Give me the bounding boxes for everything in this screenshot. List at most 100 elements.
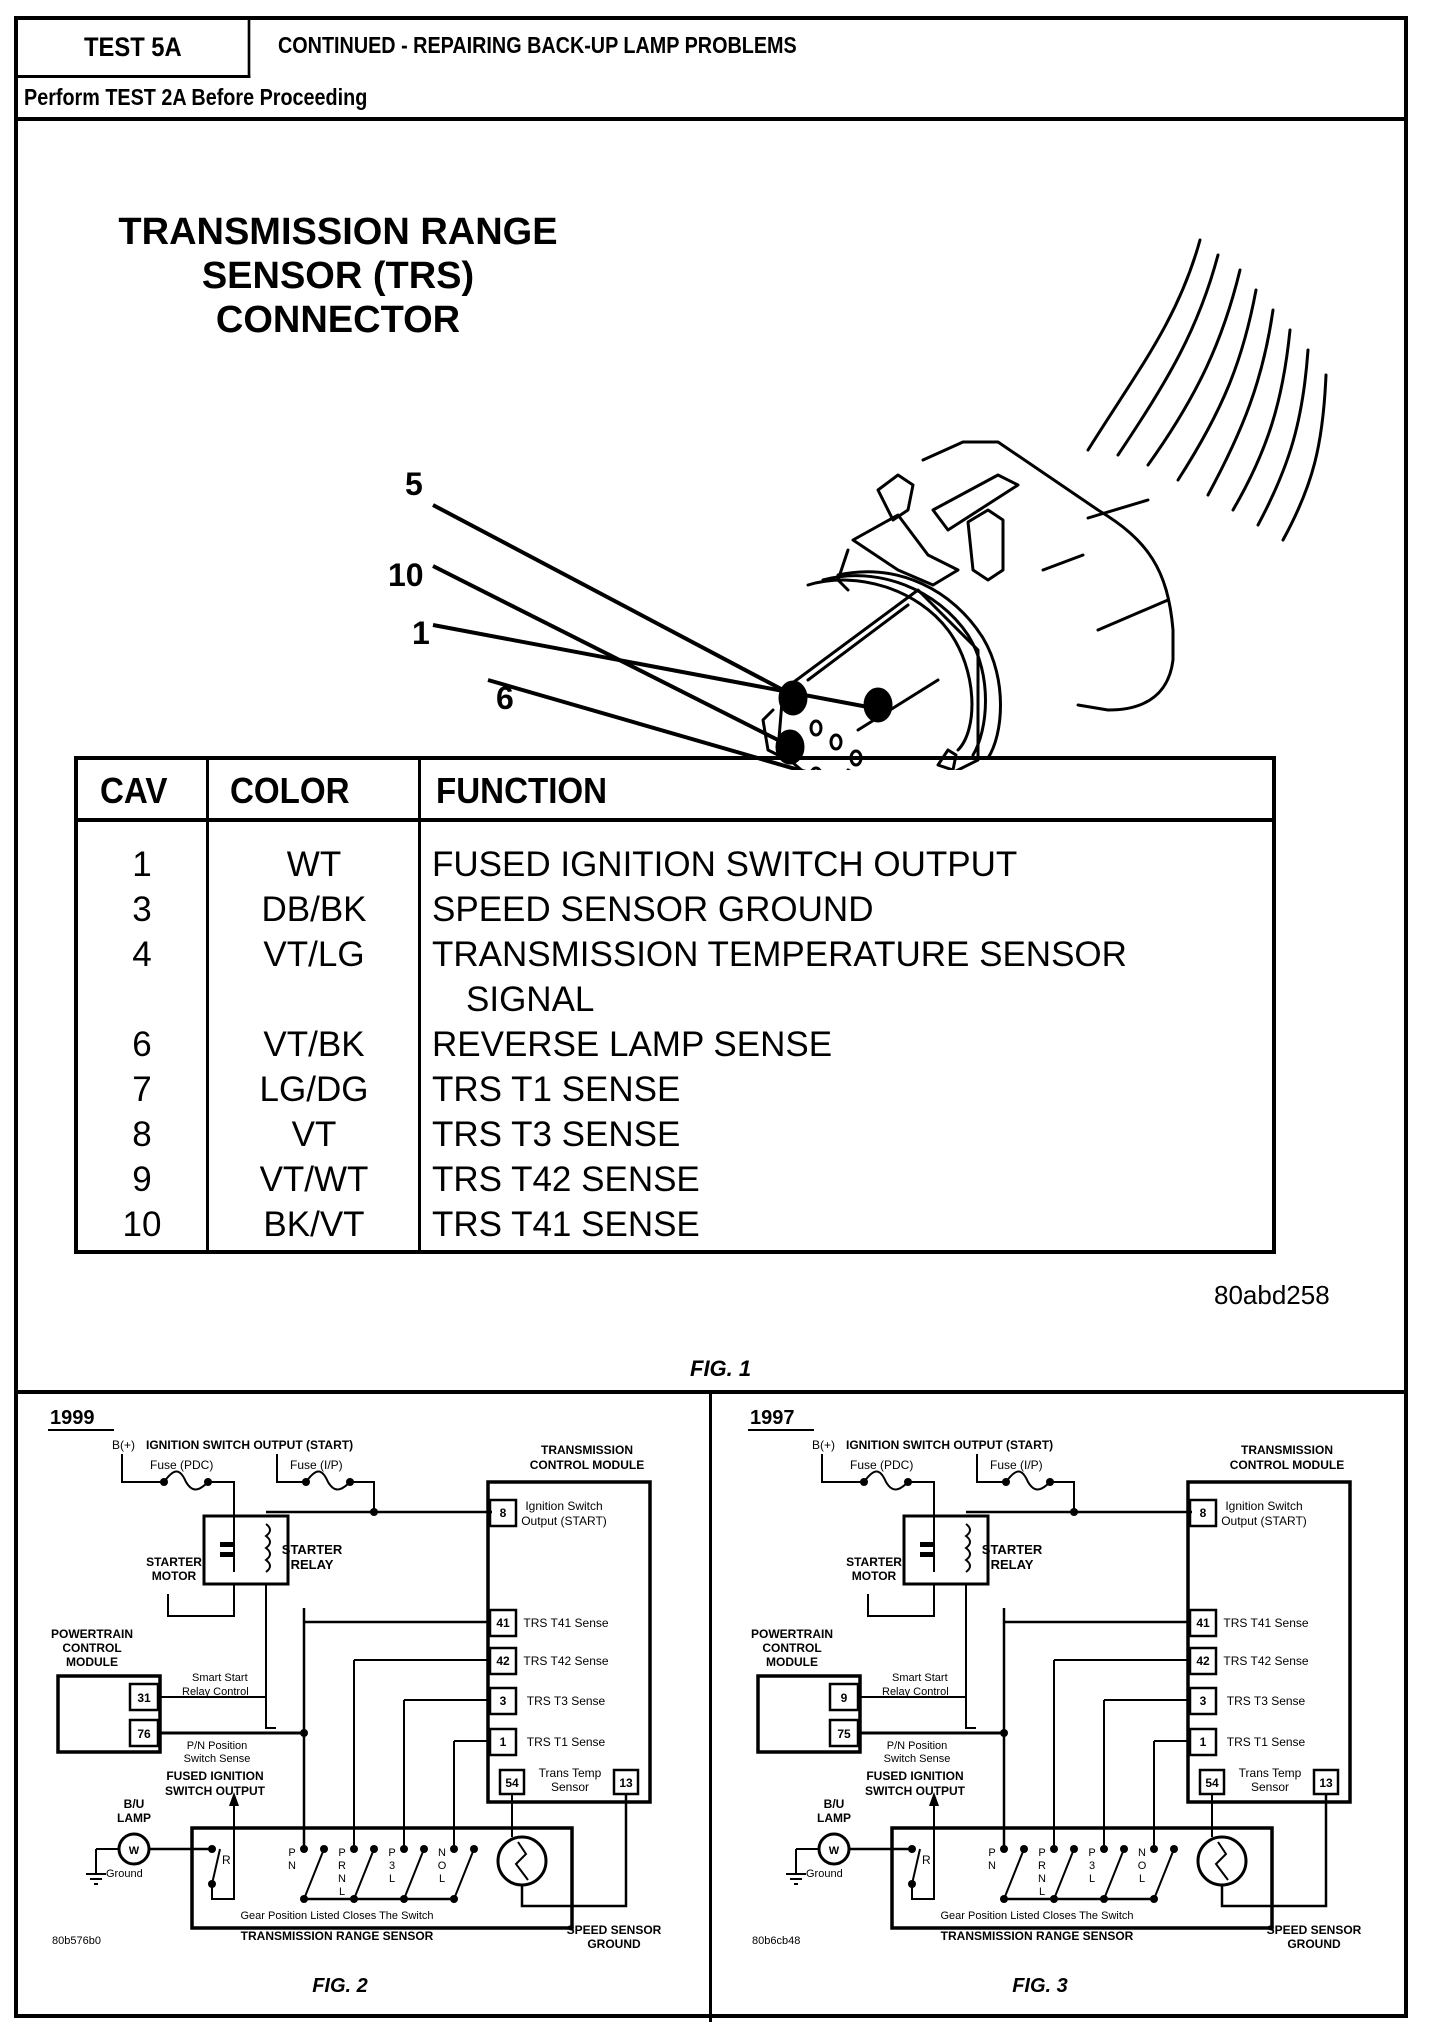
tcm-pin-label: TRS T42 Sense [1223,1654,1308,1668]
connector-rear-housing [921,440,1175,712]
fuse-pdc-label: Fuse (PDC) [850,1458,913,1472]
gear-switch-blade [1103,1848,1125,1900]
column-divider [418,760,421,1250]
starter-relay-label: RELAY [291,1557,334,1572]
fuse-ip-label: Fuse (I/P) [290,1458,343,1472]
gear-position-label: L [439,1873,445,1885]
pcm-box [56,1674,162,1754]
figure-divider [709,1392,712,2022]
cavity [810,766,822,770]
speed-sensor-icon [1196,1835,1248,1887]
connector-title-line: SENSOR (TRS) [201,255,475,297]
trans-temp-pin: 54 [505,1776,519,1790]
fuse-ip-icon [1005,1470,1051,1491]
gear-position-label: P [1038,1847,1045,1859]
function: SPEED SENSOR GROUND [432,890,874,929]
locking-tab [876,473,915,522]
color: DB/BK [261,890,367,929]
junction-dot [400,1845,408,1853]
junction-dot [1100,1845,1108,1853]
gear-switch-blade [1053,1848,1075,1900]
relay-coil-icon [964,1523,971,1573]
gear-position-label: R [1038,1860,1046,1872]
speed-sensor-icon [496,1835,548,1887]
function: TRS T41 SENSE [432,1205,700,1244]
wire [1116,253,1220,457]
function: TRS T42 SENSE [432,1160,700,1199]
page-title: CONTINUED - REPAIRING BACK-UP LAMP PROBL… [278,32,797,58]
schematic-caption: FIG. 3 [1012,1975,1068,1997]
arrow-up-icon [929,1792,939,1806]
relay-coil-icon [264,1523,271,1573]
tcm-title: CONTROL MODULE [530,1458,644,1472]
gear-position-label: 3 [1089,1860,1095,1872]
ground-label: Ground [806,1868,843,1880]
gear-switch-blade [303,1848,325,1900]
gear-position-label: O [1138,1860,1147,1872]
cavity [829,733,843,751]
prerequisite-text: Perform TEST 2A Before Proceeding [24,84,368,110]
tcm-pin-label: Output (START) [521,1514,607,1528]
cav: 1 [132,845,152,884]
junction-dot [300,1845,308,1853]
pcm-title: MODULE [766,1655,818,1669]
trs-title: TRANSMISSION RANGE SENSOR [941,1929,1134,1943]
tcm-pin-number: 8 [500,1506,507,1520]
lamp-filament-icon: W [129,1845,140,1857]
connector-title-line: CONNECTOR [215,299,461,341]
cav: 7 [132,1070,152,1109]
pin-callout-1: 1 [412,615,430,651]
speed-ground-label: GROUND [1287,1937,1341,1951]
gear-position-label: R [338,1860,346,1872]
tcm-pin-label: Ignition Switch [1225,1499,1302,1513]
function: TRS T3 SENSE [432,1115,681,1154]
callout-leader-1 [432,623,869,709]
gear-position-label: N [1138,1847,1146,1859]
color: VT/WT [259,1160,369,1199]
prerequisite-row: Perform TEST 2A Before Proceeding [18,78,1404,121]
trans-temp-label: Sensor [551,1780,589,1794]
pin-callout-5: 5 [405,466,423,502]
wire [1086,238,1202,452]
fused-ign-label: FUSED IGNITION [166,1769,263,1783]
pin-callout-10: 10 [388,557,424,593]
junction-dot [450,1845,458,1853]
tcm-pin-number: 8 [1200,1506,1207,1520]
color: LG/DG [259,1070,369,1109]
wire [1256,348,1310,527]
cav: 4 [132,935,152,974]
gear-position-label: P [338,1847,345,1859]
tcm-pin-number: 3 [500,1694,507,1708]
gear-position-label: P [1088,1847,1095,1859]
mating-face [781,588,980,770]
cavity [809,719,823,737]
wire [867,1584,935,1617]
tcm-pin-number: 41 [1196,1616,1210,1630]
fuse-ip-icon [305,1470,351,1491]
tcm-pin-label: TRS T3 Sense [1227,1694,1306,1708]
tcm-title: TRANSMISSION [1241,1443,1333,1457]
connector-title-line: TRANSMISSION RANGE [118,211,558,253]
bu-lamp-label: B/U [124,1797,145,1811]
color: VT/BK [263,1025,365,1064]
color: BK/VT [263,1205,365,1244]
function-continued: SIGNAL [466,980,595,1019]
switch-r-blade [911,1848,921,1885]
starter-relay-label: RELAY [991,1557,1034,1572]
pcm-pin-box [128,1682,160,1712]
speed-ground-label: GROUND [587,1937,641,1951]
wire [211,1799,235,1900]
color: VT [291,1115,337,1154]
tcm-title: CONTROL MODULE [1230,1458,1344,1472]
ignition-output-label: IGNITION SWITCH OUTPUT (START) [846,1438,1053,1452]
fuse-ip-label: Fuse (I/P) [990,1458,1043,1472]
trans-temp-label: Trans Temp [539,1766,602,1780]
schematic-image-id: 80b576b0 [52,1935,101,1947]
gear-note: Gear Position Listed Closes The Switch [941,1910,1134,1922]
trs-title: TRANSMISSION RANGE SENSOR [241,1929,434,1943]
